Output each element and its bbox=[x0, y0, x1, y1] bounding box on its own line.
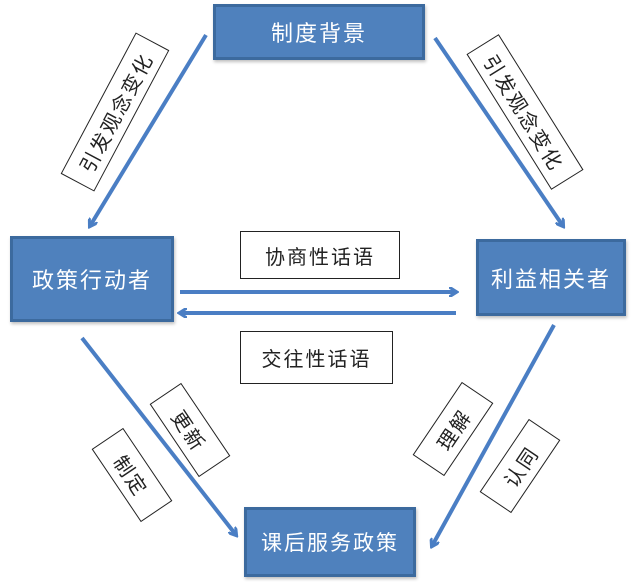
node-policy-actors: 政策行动者 bbox=[10, 236, 174, 322]
arrow-actors-to-policy bbox=[80, 336, 236, 535]
node-stakeholders: 利益相关者 bbox=[476, 239, 626, 316]
node-institutional-background: 制度背景 bbox=[213, 4, 425, 60]
arrow-stakeholders-to-policy bbox=[432, 324, 556, 546]
label-communicative-discourse: 交往性话语 bbox=[240, 331, 393, 384]
node-after-school-policy: 课后服务政策 bbox=[244, 507, 416, 577]
arrow-background-to-actors bbox=[90, 33, 208, 226]
label-consultative-discourse: 协商性话语 bbox=[240, 231, 400, 279]
arrow-background-to-stakeholders bbox=[433, 36, 563, 226]
